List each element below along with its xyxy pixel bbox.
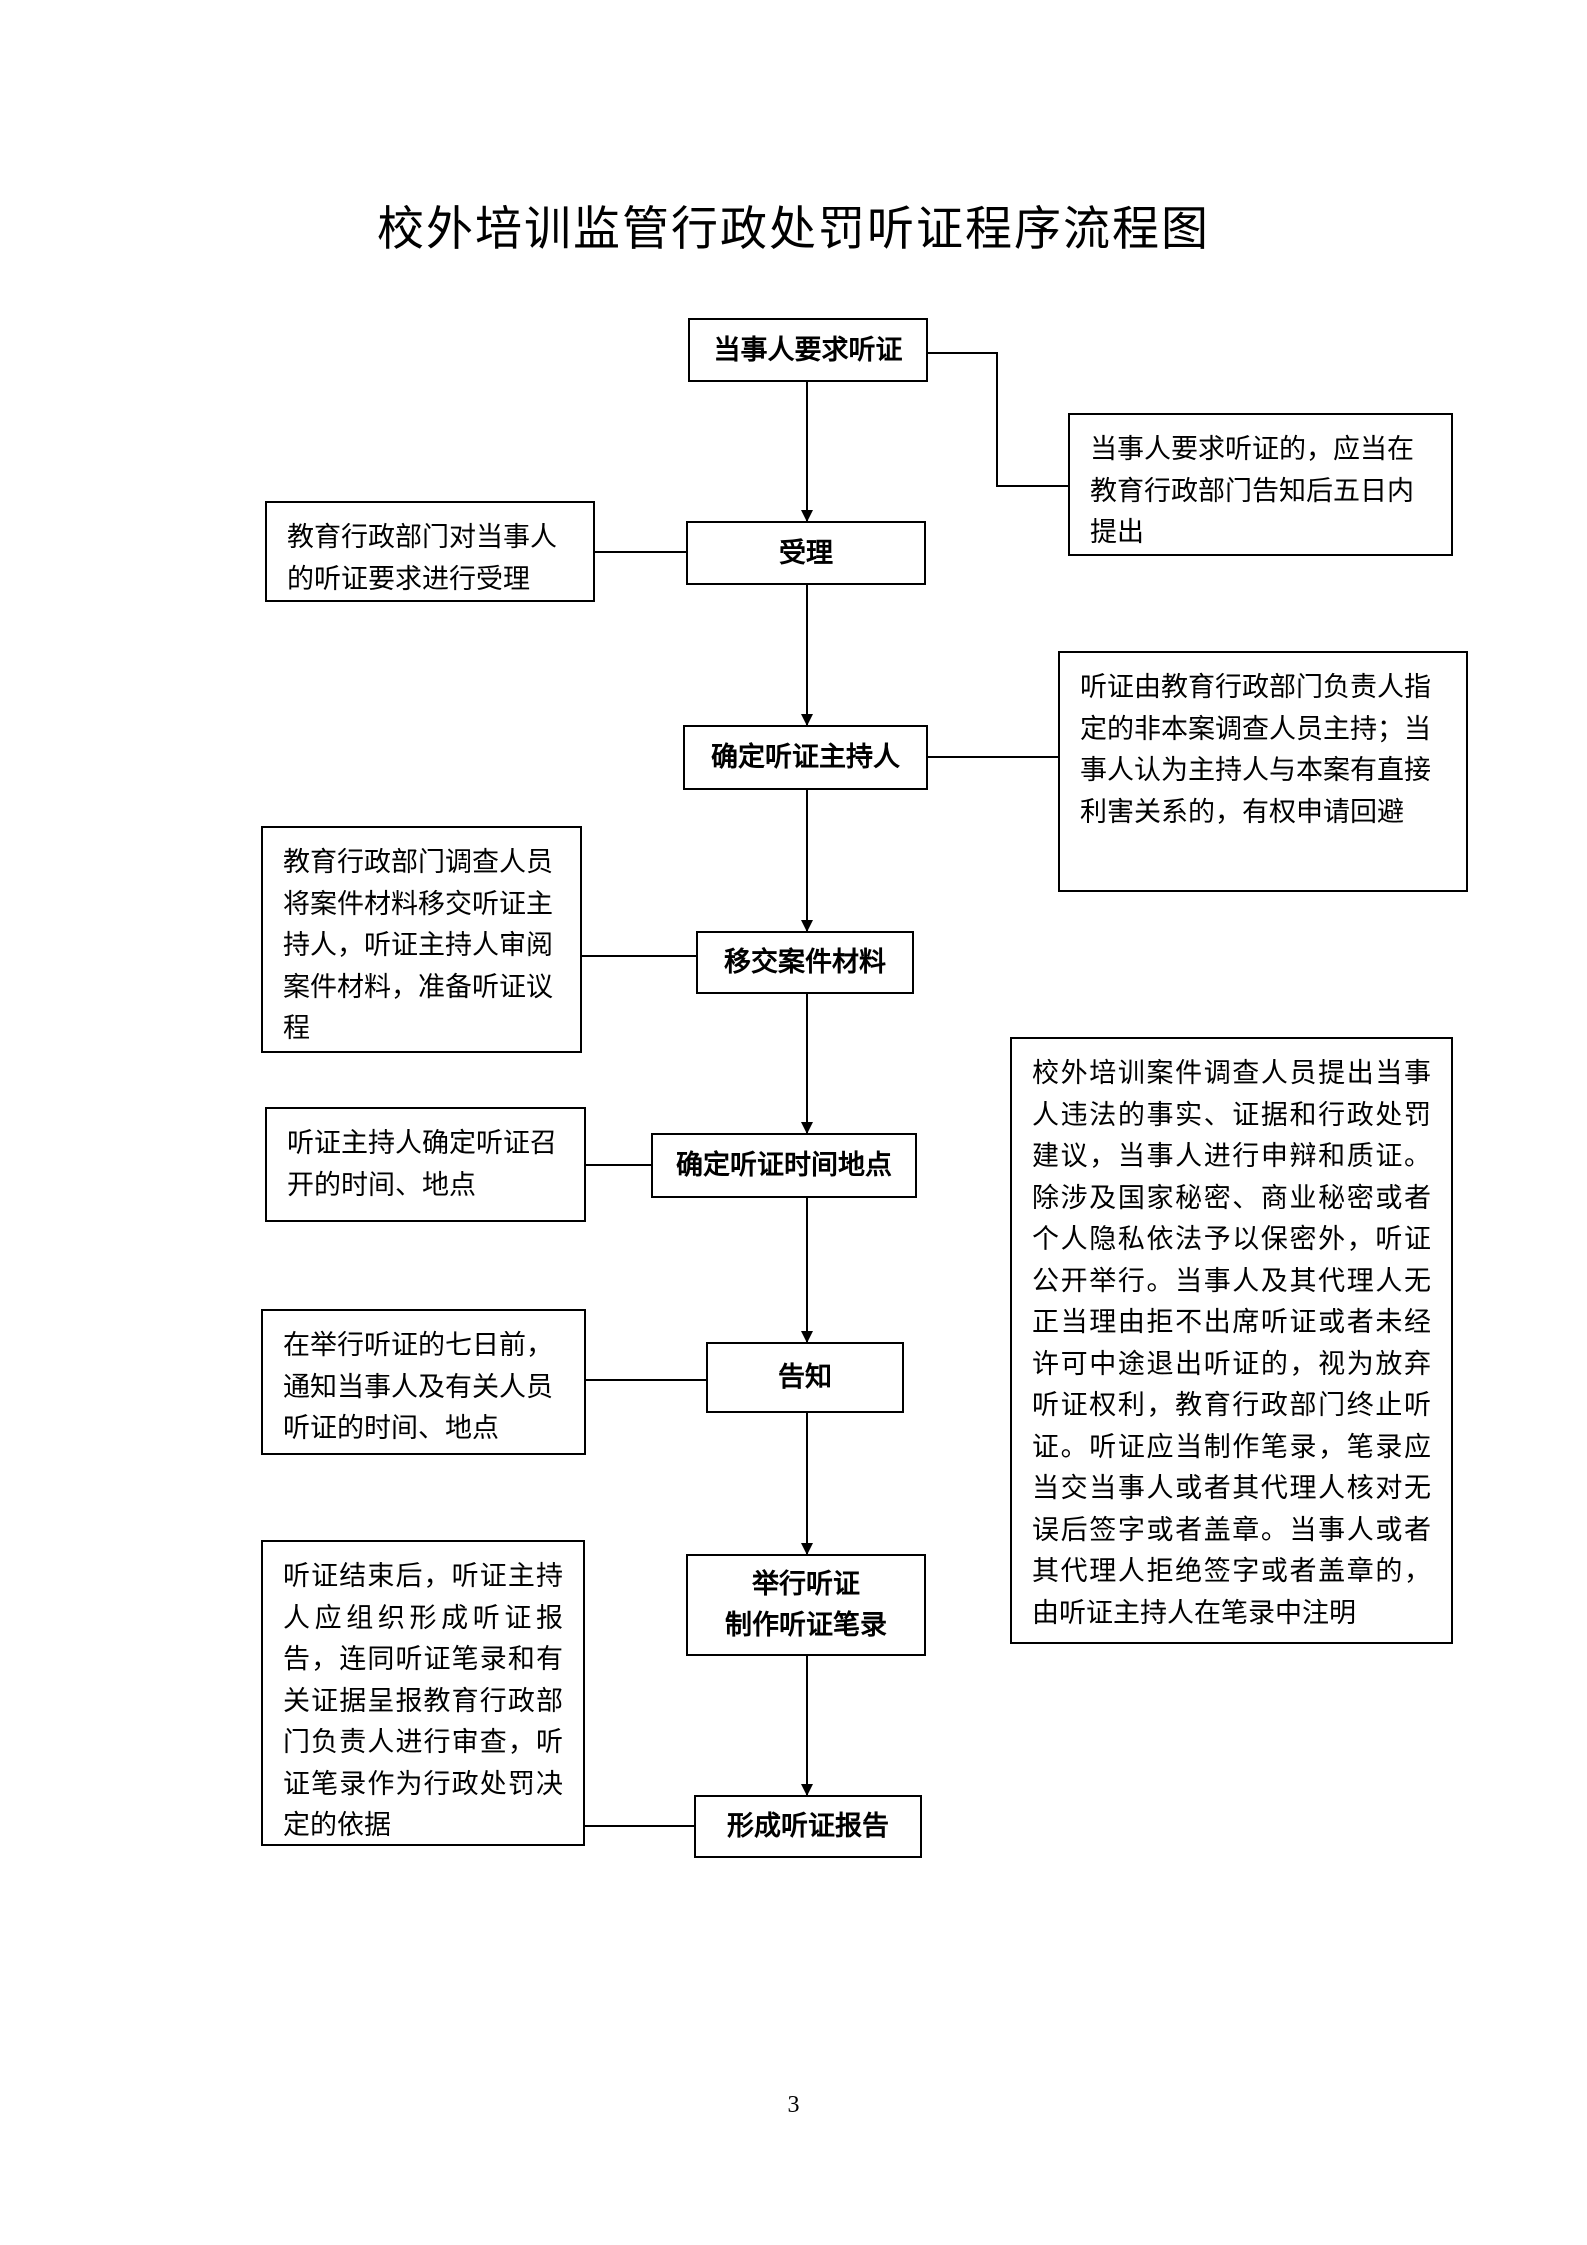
step-designate-host: 确定听证主持人	[683, 725, 928, 790]
page-number: 3	[787, 2092, 800, 2118]
step-transfer-materials: 移交案件材料	[696, 931, 914, 994]
note-advance-notice: 在举行听证的七日前，通知当事人及有关人员听证的时间、地点	[261, 1309, 586, 1455]
step-accept: 受理	[686, 521, 926, 585]
step-request-hearing: 当事人要求听证	[688, 318, 928, 382]
note-request-deadline: 当事人要求听证的，应当在教育行政部门告知后五日内提出	[1068, 413, 1453, 556]
note-hearing-procedure: 校外培训案件调查人员提出当事人违法的事实、证据和行政处罚建议，当事人进行申辩和质…	[1010, 1037, 1453, 1644]
page-title: 校外培训监管行政处罚听证程序流程图	[377, 202, 1210, 257]
note-transfer: 教育行政部门调查人员将案件材料移交听证主持人，听证主持人审阅案件材料，准备听证议…	[261, 826, 582, 1053]
step-hold-hearing: 举行听证 制作听证笔录	[686, 1554, 926, 1656]
note-report: 听证结束后，听证主持人应组织形成听证报告，连同听证笔录和有关证据呈报教育行政部门…	[261, 1540, 585, 1846]
connector-note-1	[928, 352, 1068, 487]
step-set-time-place: 确定听证时间地点	[651, 1133, 917, 1198]
note-time-place: 听证主持人确定听证召开的时间、地点	[265, 1107, 586, 1222]
step-notify: 告知	[706, 1342, 904, 1413]
note-accept: 教育行政部门对当事人的听证要求进行受理	[265, 501, 595, 602]
step-hearing-report: 形成听证报告	[694, 1795, 922, 1858]
note-host-avoidance: 听证由教育行政部门负责人指定的非本案调查人员主持；当事人认为主持人与本案有直接利…	[1058, 651, 1468, 892]
